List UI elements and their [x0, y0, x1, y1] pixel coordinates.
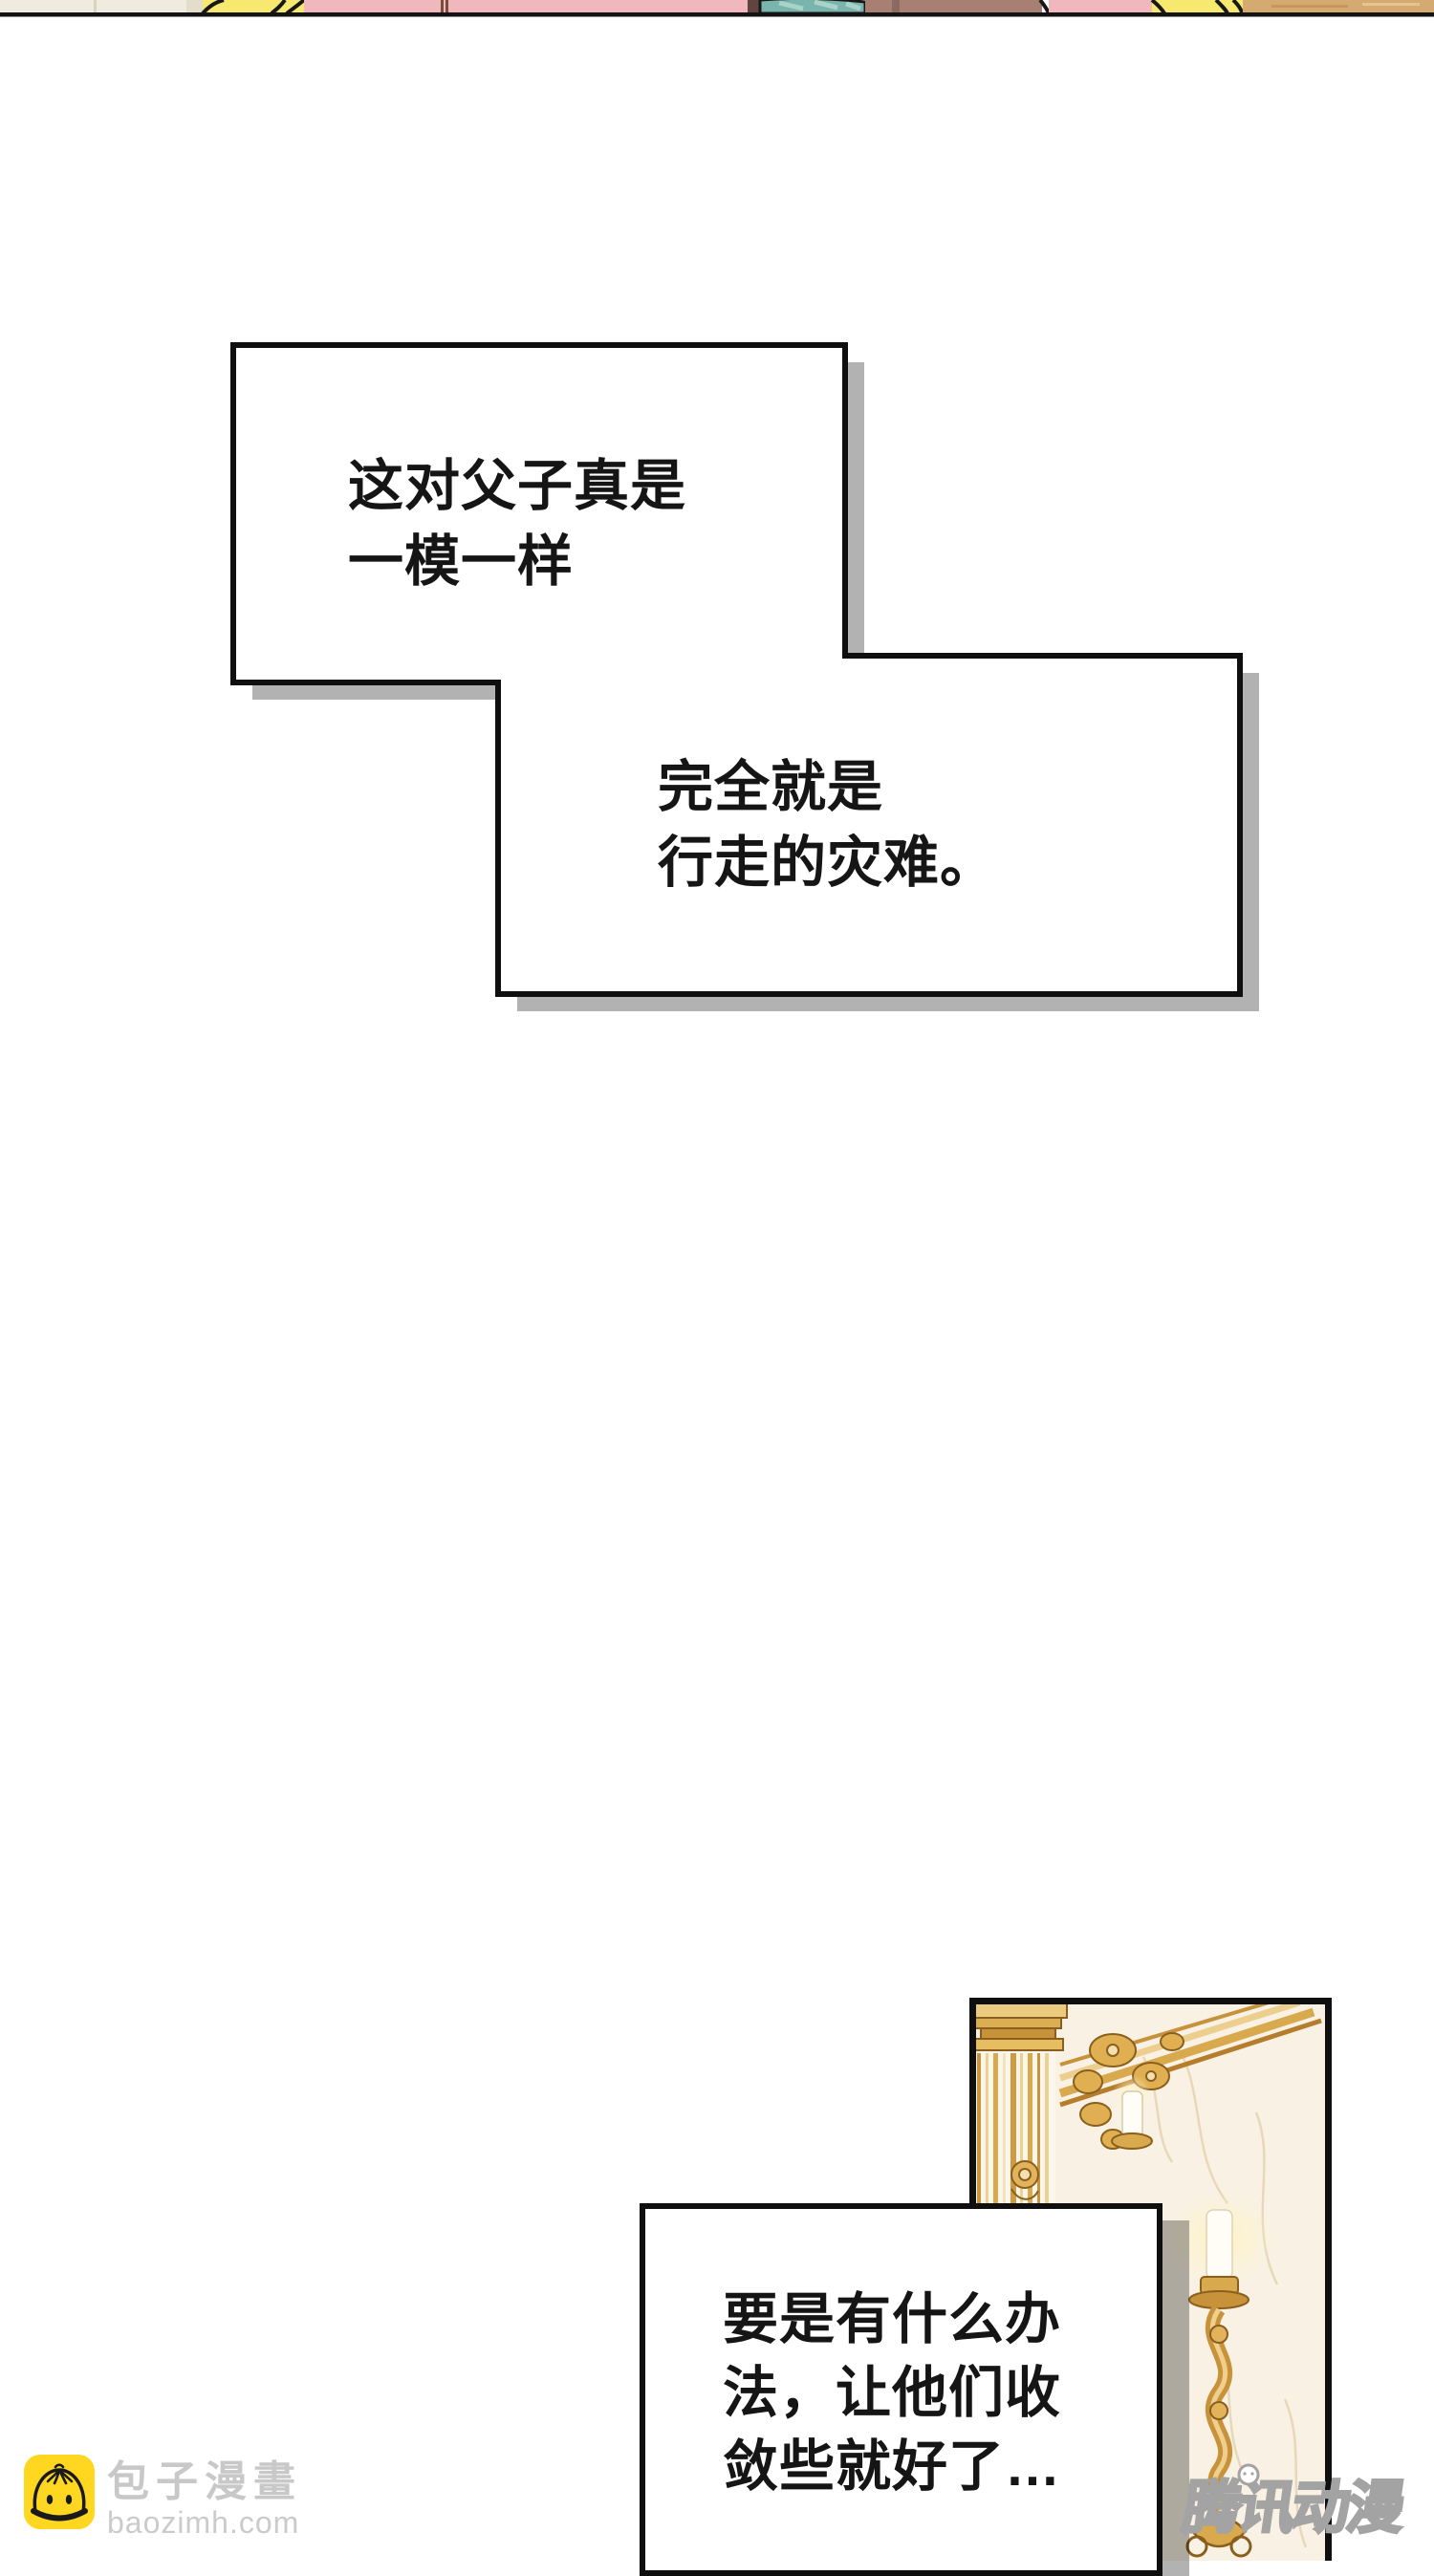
candle-sconce	[1164, 2193, 1275, 2558]
bun-pleats	[46, 2463, 74, 2485]
strip-yellow-hair	[203, 0, 304, 13]
strip-cream-wall	[0, 0, 203, 13]
hair-outline	[201, 0, 225, 15]
hair-outline	[270, 0, 306, 15]
column-capital	[969, 2002, 1068, 2200]
strip-taupe-skin	[865, 0, 1042, 13]
strip-wall-crease	[94, 0, 97, 13]
site-logo-text: 包子漫畫 baozimh.com	[107, 2455, 302, 2540]
arm-outline	[1038, 0, 1051, 14]
bubble3-line2: 法，让他们收	[723, 2362, 1062, 2424]
clothes-seam	[445, 0, 448, 13]
wood-grain	[1271, 5, 1348, 8]
site-name: 包子漫畫	[107, 2458, 302, 2505]
bun-eye-right	[65, 2495, 73, 2504]
bun-base	[31, 2508, 88, 2522]
top-panel-edge-strip	[0, 0, 1434, 17]
clothes-seam	[441, 0, 444, 13]
taupe-shade	[892, 0, 900, 13]
tencent-comics-watermark: 腾讯动漫	[1178, 2475, 1407, 2542]
hair-outline	[1150, 0, 1166, 15]
bubble3-line3: 敛些就好了…	[723, 2435, 1062, 2498]
speech-bubble-1-text: 这对父子真是一模一样	[348, 448, 686, 599]
strip-pink-clothes-2	[1049, 0, 1152, 13]
site-url: baozimh.com	[107, 2505, 300, 2540]
bubble1-line1: 这对父子真是	[348, 455, 687, 517]
bun-face-icon	[24, 2455, 95, 2529]
bubble1-line2: 一模一样	[348, 530, 575, 593]
hair-outline	[1214, 0, 1244, 14]
bun-eye-left	[46, 2495, 54, 2504]
speech-bubble-2-text: 完全就是行走的灾难。	[658, 749, 996, 900]
panel-divider-line	[0, 12, 1434, 17]
strip-pink-clothes	[304, 0, 760, 13]
bubble3-line1: 要是有什么办	[723, 2288, 1062, 2350]
strip-wall-shade	[186, 0, 203, 13]
gem-highlights	[778, 0, 861, 11]
frame-candle	[1111, 2074, 1153, 2150]
site-logo: 包子漫畫 baozimh.com	[24, 2455, 302, 2539]
bubble2-line2: 行走的灾难。	[658, 832, 997, 894]
speech-bubble-3	[640, 2203, 1162, 2576]
speech-bubble-3-text: 要是有什么办法，让他们收敛些就好了…	[723, 2283, 1061, 2503]
bubble2-line1: 完全就是	[658, 756, 884, 818]
wood-grain	[1362, 3, 1420, 6]
watermark-face-icon	[1237, 2463, 1260, 2486]
strip-yellow-hair-2	[1152, 0, 1243, 13]
